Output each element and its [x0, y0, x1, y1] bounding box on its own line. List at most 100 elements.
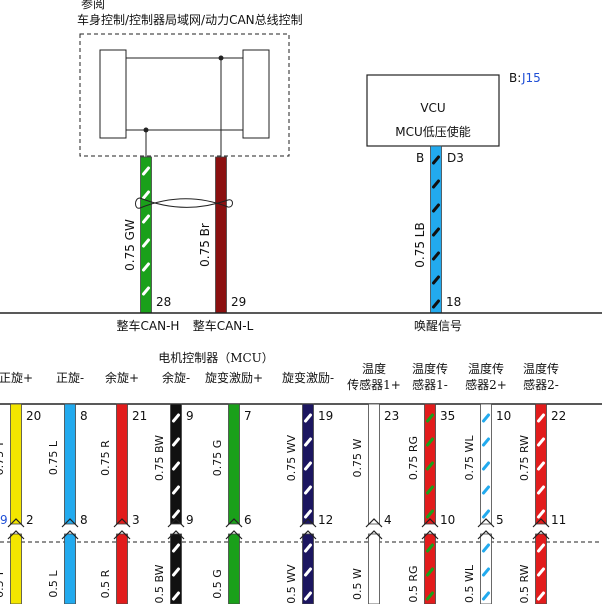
splice-chevron-top	[61, 518, 79, 528]
wire-body-upper	[116, 403, 128, 525]
wire-body-lower	[228, 533, 240, 605]
wire-pin-number: 21	[132, 409, 147, 423]
splice-chevron-bottom	[225, 530, 243, 540]
wire-tracer-mark	[537, 509, 545, 519]
wire-pin-number: 29	[231, 295, 246, 309]
splice-chevron-top	[477, 518, 495, 528]
splice-chevron-bottom	[113, 530, 131, 540]
splice-chevron-top	[532, 518, 550, 528]
wire-tracer-mark	[537, 567, 545, 577]
wire-tracer-mark	[482, 567, 490, 577]
mcu-signal-name: 余旋-	[162, 370, 190, 385]
wire-tracer-mark	[172, 437, 180, 447]
wire-signal-label: 整车CAN-H	[117, 318, 180, 333]
mcu-signal-name: 温度传感器2+	[465, 361, 507, 392]
wire-tracer-mark	[172, 591, 180, 601]
wire-tracer-mark	[142, 214, 150, 224]
wire-tracer-mark	[142, 286, 150, 296]
splice-pin-number-left: 9	[0, 513, 8, 527]
wire-pin-number: 20	[26, 409, 41, 423]
splice-chevron-top	[421, 518, 439, 528]
top-wire: 0.75 GW 28	[123, 156, 171, 314]
mcu-signal-name: 旋变激励-	[282, 370, 334, 385]
splice-chevron-top	[167, 518, 185, 528]
vcu-box	[366, 74, 500, 147]
wire-tracer-mark	[432, 203, 440, 213]
wire-tracer-mark	[304, 461, 312, 471]
mcu-signal-name: 旋变激励+	[205, 370, 263, 385]
wire-tracer-mark	[482, 485, 490, 495]
wire-body-lower	[64, 533, 76, 605]
wire-gauge-label-bottom: 0.5 RW	[518, 564, 531, 603]
splice-chevron-top	[7, 518, 25, 528]
wire-tracer-mark	[426, 437, 434, 447]
wire-tracer-mark	[426, 509, 434, 519]
wire-tracer-mark	[304, 509, 312, 519]
wire-tracer-mark	[142, 190, 150, 200]
mcu-signal-name: 温度传感器1+	[347, 361, 401, 392]
wire-tracer-mark	[426, 461, 434, 471]
wire-gauge-label: 0.75 GW	[123, 219, 137, 271]
wire-tracer-mark	[172, 509, 180, 519]
mcu-wire: 0.75 L0.5 L88	[47, 403, 88, 605]
wire-tracer-mark	[537, 461, 545, 471]
wire-gauge-label-top: 0.75 WV	[285, 434, 298, 481]
splice-pin-number: 8	[80, 513, 88, 527]
wire-pin-number: 9	[186, 409, 194, 423]
vcu-connector-id: J15	[521, 71, 541, 85]
wire-tracer-mark	[537, 413, 545, 423]
wire-body-upper	[368, 403, 380, 525]
wire-pin-number: 28	[156, 295, 171, 309]
wire-tracer-mark	[537, 591, 545, 601]
wire-tracer-mark	[432, 299, 440, 309]
mcu-signal-name: 正旋+	[0, 371, 33, 385]
wire-tracer-mark	[426, 567, 434, 577]
wire-pin-number: 35	[440, 409, 455, 423]
wire-tracer-mark	[432, 275, 440, 285]
wire-tracer-mark	[482, 437, 490, 447]
wire-gauge-label-bottom: 0.5 Y	[0, 570, 6, 598]
can-junction-h	[143, 127, 149, 133]
mcu-signal-name: 余旋+	[105, 370, 139, 385]
splice-pin-number: 11	[551, 513, 566, 527]
wire-pin-number: 10	[496, 409, 511, 423]
splice-pin-number: 3	[132, 513, 140, 527]
splice-pin-number: 12	[318, 513, 333, 527]
splice-chevron-bottom	[61, 530, 79, 540]
wire-tracer-mark	[482, 461, 490, 471]
wire-pin-number: 18	[446, 295, 461, 309]
splice-chevron-top	[225, 518, 243, 528]
splice-pin-number: 9	[186, 513, 194, 527]
splice-pin-number: 6	[244, 513, 252, 527]
splice-pin-number: 10	[440, 513, 455, 527]
wire-tracer-mark	[537, 437, 545, 447]
vcu-title: VCU	[420, 101, 445, 115]
wire-pin-number: 7	[244, 409, 252, 423]
wire-tracer-mark	[142, 166, 150, 176]
vcu-pin-letter: B	[416, 151, 424, 165]
wire-tracer-mark	[426, 485, 434, 495]
mcu-signal-name: 温度传感器1-	[412, 361, 448, 392]
wire-gauge-label-bottom: 0.5 WL	[463, 564, 476, 603]
splice-chevron-bottom	[421, 530, 439, 540]
wire-gauge-label-bottom: 0.5 WV	[285, 564, 298, 604]
splice-pin-number: 4	[384, 513, 392, 527]
wire-tracer-mark	[432, 227, 440, 237]
wire-tracer-mark	[172, 567, 180, 577]
splice-chevron-bottom	[477, 530, 495, 540]
wire-body	[215, 156, 227, 314]
wire-tracer-mark	[142, 238, 150, 248]
wire-body-lower	[368, 533, 380, 605]
wire-gauge-label-bottom: 0.5 W	[351, 568, 364, 600]
wire-tracer-mark	[172, 461, 180, 471]
mcu-wire: 0.75 Y0.5 Y2029	[0, 403, 41, 605]
mcu-wire: 0.75 G0.5 G76	[211, 403, 252, 605]
